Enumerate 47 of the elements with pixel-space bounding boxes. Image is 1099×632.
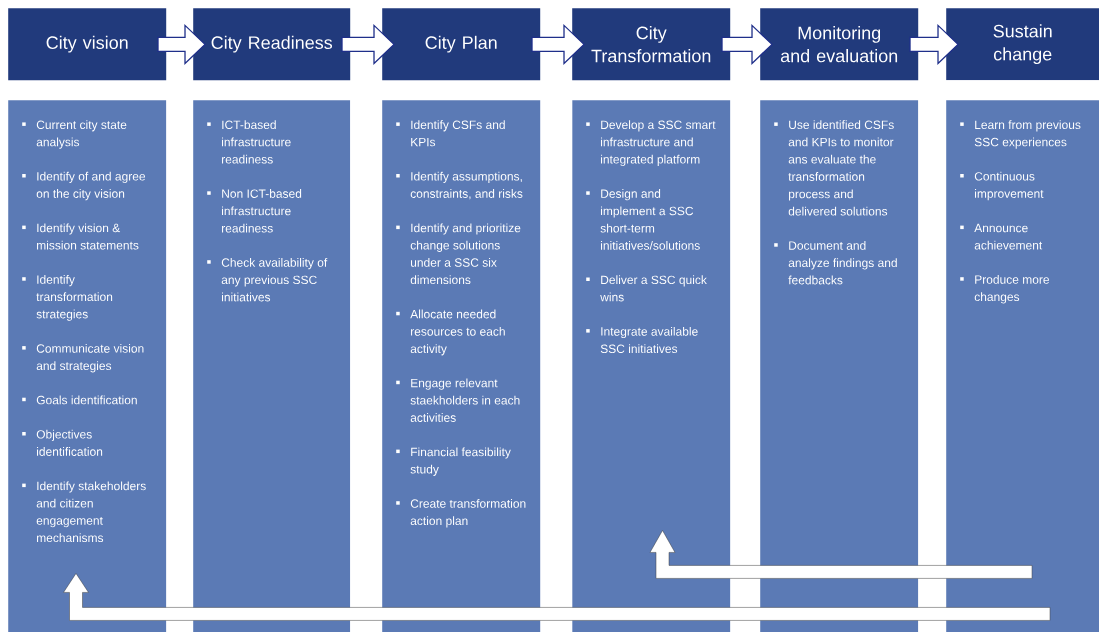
bullet-item: Produce more changes: [960, 275, 1049, 304]
bullet-item: Announce achievement: [960, 223, 1043, 250]
bullet-item: Financial feasibility study: [396, 447, 511, 476]
bullet-item: Check availability of any previous SSC initiatives: [207, 258, 328, 302]
bullet-item: Document and analyze findings and feedbacks: [774, 241, 897, 285]
bullet-item: Current city state analysis: [22, 120, 127, 149]
stage-header: Monitoring and evaluation: [760, 8, 919, 81]
activity-panel: [193, 100, 351, 632]
activity-panel: [946, 100, 1099, 632]
block-arrow: [531, 23, 585, 65]
bullet-item: Identify of and agree on the city vision: [22, 171, 146, 201]
activity-panel: [760, 100, 919, 632]
bullet-item: Identify and prioritize change solutions under a SSC six dimensions: [396, 223, 521, 285]
bullet-item: Identify assumptions, constraints, and risks: [396, 171, 523, 200]
bullet-item: Communicate vision and strategies: [22, 343, 144, 373]
block-arrow: [721, 23, 773, 65]
block-arrow: [909, 23, 959, 65]
stage-header: City Transformation: [572, 8, 731, 81]
bullet-item: Engage relevant staekholders in each activities: [396, 378, 520, 422]
bullet-item: Learn from previous SSC experiences: [960, 120, 1081, 149]
activity-panel: [382, 100, 541, 632]
bullet-item: Create transformation action plan: [396, 499, 526, 528]
stage-header: City Readiness: [193, 8, 351, 81]
bullet-item: Non ICT-based infrastructure readiness: [207, 189, 302, 233]
bullet-item: Identify stakeholders and citizen engagement mechanisms: [22, 481, 146, 543]
block-arrow: [341, 23, 395, 65]
activity-panel: [8, 100, 167, 632]
stage-header: City Plan: [382, 8, 541, 81]
bullet-item: Identify transformation strategies: [22, 275, 113, 321]
bullet-item: Use identified CSFs and KPIs to monitor ans evaluate the transformation process and delivered solutions: [774, 120, 894, 216]
bullet-item: Integrate available SSC initiatives: [586, 326, 698, 353]
activity-panel: [572, 100, 731, 632]
stage-header: City vision: [8, 8, 167, 81]
block-arrow: [157, 23, 206, 65]
bullet-item: Identify vision & mission statements: [22, 223, 139, 250]
bullet-item: Goals identification: [22, 395, 137, 405]
stage-header: Sustain change: [946, 8, 1099, 81]
bullet-item: Objectives identification: [22, 429, 103, 456]
block-arrow: [649, 530, 1033, 579]
bullet-item: Design and implement a SSC short-term initiatives/solutions: [586, 189, 700, 250]
bullet-item: Deliver a SSC quick wins: [586, 275, 707, 302]
block-arrow: [63, 573, 1051, 621]
bullet-item: Identify CSFs and KPIs: [396, 120, 505, 147]
bullet-item: Develop a SSC smart infrastructure and integrated platform: [586, 120, 716, 166]
bullet-item: ICT-based infrastructure readiness: [207, 120, 291, 164]
bullet-item: Allocate needed resources to each activity: [396, 309, 505, 356]
bullet-item: Continuous improvement: [960, 171, 1044, 201]
